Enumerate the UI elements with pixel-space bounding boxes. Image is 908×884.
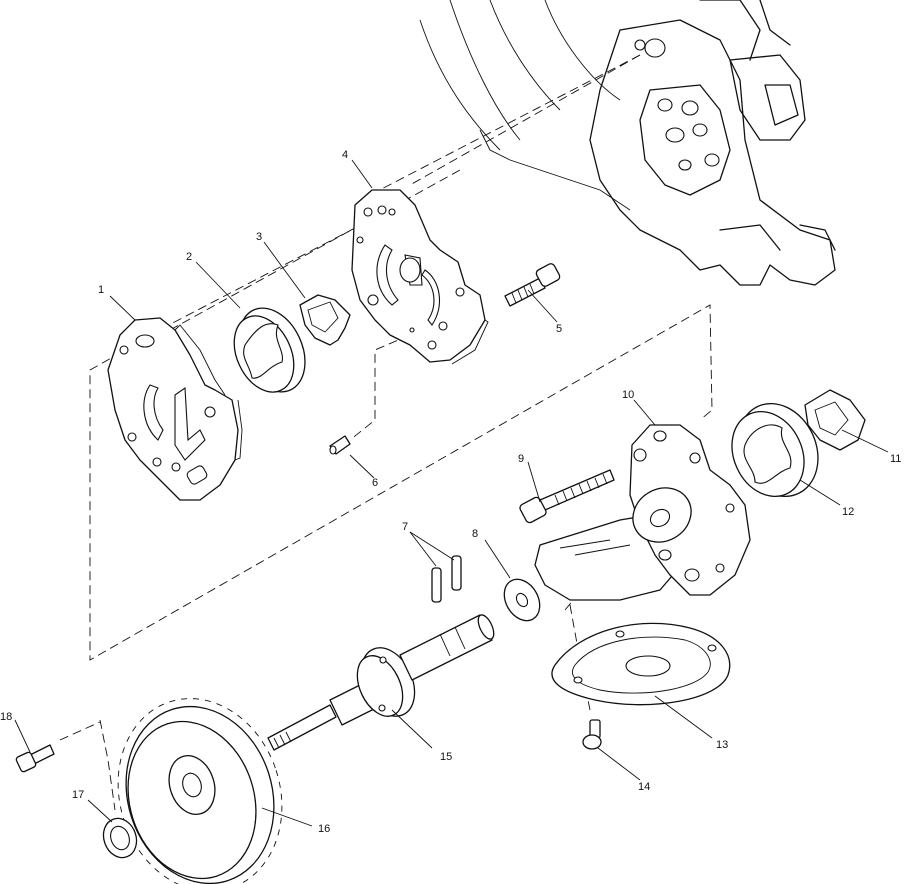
callout-16: 16 — [318, 823, 330, 835]
bolt-9 — [519, 469, 615, 524]
inner-rotor-3 — [299, 294, 351, 346]
gasket-13 — [551, 622, 731, 706]
pump-cover-1 — [107, 317, 243, 501]
callout-8: 8 — [472, 528, 478, 540]
callout-6: 6 — [372, 477, 378, 489]
callout-1: 1 — [98, 284, 104, 296]
callout-7: 7 — [402, 521, 408, 533]
callout-12: 12 — [842, 506, 854, 518]
dowel-pin-6 — [329, 435, 351, 455]
callout-5: 5 — [556, 323, 562, 335]
drive-gear-16 — [117, 698, 283, 884]
pins-7 — [431, 555, 462, 603]
callout-15: 15 — [440, 751, 452, 763]
pump-shaft-15 — [267, 614, 495, 751]
callout-2: 2 — [186, 251, 192, 263]
callout-14: 14 — [638, 781, 650, 793]
callout-4: 4 — [342, 149, 348, 161]
crankcase-housing — [419, 0, 836, 286]
callout-3: 3 — [256, 231, 262, 243]
callout-labels: 1 2 3 4 5 6 7 8 9 10 11 12 13 14 15 16 1… — [0, 149, 901, 835]
outer-rotor-2 — [233, 307, 306, 393]
screw-14 — [582, 719, 602, 750]
inner-rotor-11 — [804, 389, 866, 451]
pump-housing-10 — [534, 424, 751, 601]
washer-17 — [102, 817, 138, 859]
callout-9: 9 — [518, 453, 524, 465]
screw-5 — [504, 263, 561, 307]
bolt-18 — [15, 744, 55, 773]
outer-rotor-12 — [731, 402, 819, 498]
washer-8 — [503, 578, 541, 622]
callout-11: 11 — [890, 453, 901, 465]
leader-lines — [14, 159, 889, 827]
callout-18: 18 — [0, 711, 12, 723]
pump-plate-4 — [351, 189, 489, 365]
callout-13: 13 — [716, 739, 728, 751]
callout-17: 17 — [72, 789, 84, 801]
callout-10: 10 — [622, 389, 634, 401]
